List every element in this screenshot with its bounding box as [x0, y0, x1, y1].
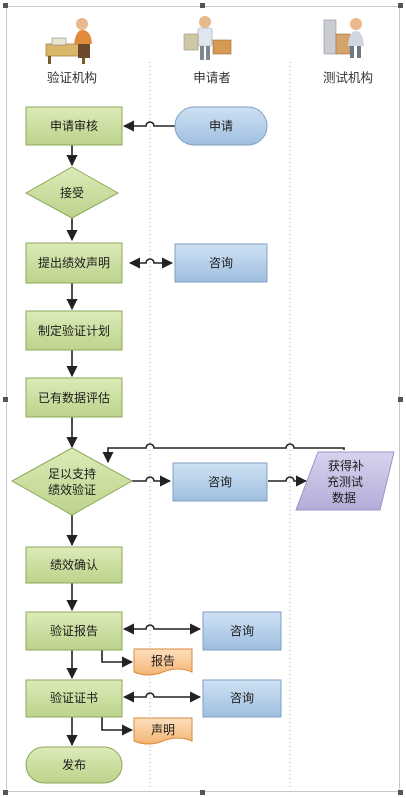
node-consult-2[interactable]: 咨询 [172, 462, 268, 502]
node-enough-support-label-1: 足以支持 [48, 466, 96, 481]
node-apply-review[interactable]: 申请审核 [25, 106, 123, 146]
arrow-data-loop-back [102, 443, 345, 464]
node-publish-label: 发布 [62, 757, 86, 772]
verifier-person-icon [45, 18, 92, 64]
selection-handles [3, 3, 403, 795]
arrow-decision-to-consult-2 [132, 475, 172, 487]
doc-statement[interactable]: 声明 [133, 717, 193, 745]
arrow-consult-2-to-data [268, 475, 308, 487]
node-apply-review-label: 申请审核 [50, 118, 98, 133]
node-confirm-label: 绩效确认 [50, 557, 98, 572]
node-existing-data-label: 已有数据评估 [38, 390, 110, 405]
node-enough-support-decision[interactable]: 足以支持 绩效验证 [10, 447, 134, 516]
doc-report[interactable]: 报告 [133, 648, 193, 676]
applicant-person-icon [183, 16, 232, 60]
node-propose-claim-label: 提出绩效声明 [38, 255, 110, 270]
node-propose-claim[interactable]: 提出绩效声明 [25, 242, 123, 284]
lane-header-applicant: 申请者 [193, 70, 231, 85]
node-consult-1-label: 咨询 [209, 255, 233, 270]
arrow-apply-to-review [122, 120, 175, 132]
arrow-cert-consult-4 [122, 691, 202, 703]
doc-report-label: 报告 [151, 653, 175, 668]
lane-header-testlab: 测试机构 [323, 70, 373, 85]
node-existing-data[interactable]: 已有数据评估 [25, 377, 123, 418]
node-certificate-label: 验证证书 [50, 690, 98, 705]
node-accept-decision[interactable]: 接受 [24, 166, 120, 219]
node-consult-4-label: 咨询 [230, 690, 254, 705]
node-consult-4[interactable]: 咨询 [202, 679, 282, 718]
node-certificate[interactable]: 验证证书 [25, 679, 123, 718]
node-consult-1[interactable]: 咨询 [174, 243, 268, 283]
testlab-person-icon [323, 18, 364, 58]
node-consult-2-label: 咨询 [208, 474, 232, 489]
node-report-label: 验证报告 [50, 623, 98, 638]
node-consult-3-label: 咨询 [230, 623, 254, 638]
node-report[interactable]: 验证报告 [25, 611, 123, 651]
arrow-cert-to-doc [101, 717, 134, 736]
lane-header-verifier: 验证机构 [47, 70, 97, 85]
node-accept-label: 接受 [60, 185, 84, 200]
node-make-plan-label: 制定验证计划 [38, 323, 110, 338]
node-confirm[interactable]: 绩效确认 [25, 546, 123, 584]
node-enough-support-label-2: 绩效验证 [48, 482, 96, 497]
node-apply[interactable]: 申请 [174, 106, 268, 146]
node-make-plan[interactable]: 制定验证计划 [25, 310, 123, 351]
arrow-report-to-doc [101, 649, 134, 668]
node-extra-test-data[interactable]: 获得补 充测试 数据 [295, 451, 395, 511]
node-consult-3[interactable]: 咨询 [202, 611, 282, 651]
arrow-report-consult-3 [122, 623, 202, 635]
node-publish[interactable]: 发布 [25, 746, 123, 784]
arrow-claim-consult-1 [128, 257, 174, 269]
node-apply-label: 申请 [209, 119, 233, 133]
doc-statement-label: 声明 [151, 723, 175, 737]
node-extra-data-label-2: 充测试 [327, 474, 363, 489]
node-extra-data-label-3: 数据 [332, 490, 356, 505]
node-extra-data-label-1: 获得补 [328, 458, 364, 473]
